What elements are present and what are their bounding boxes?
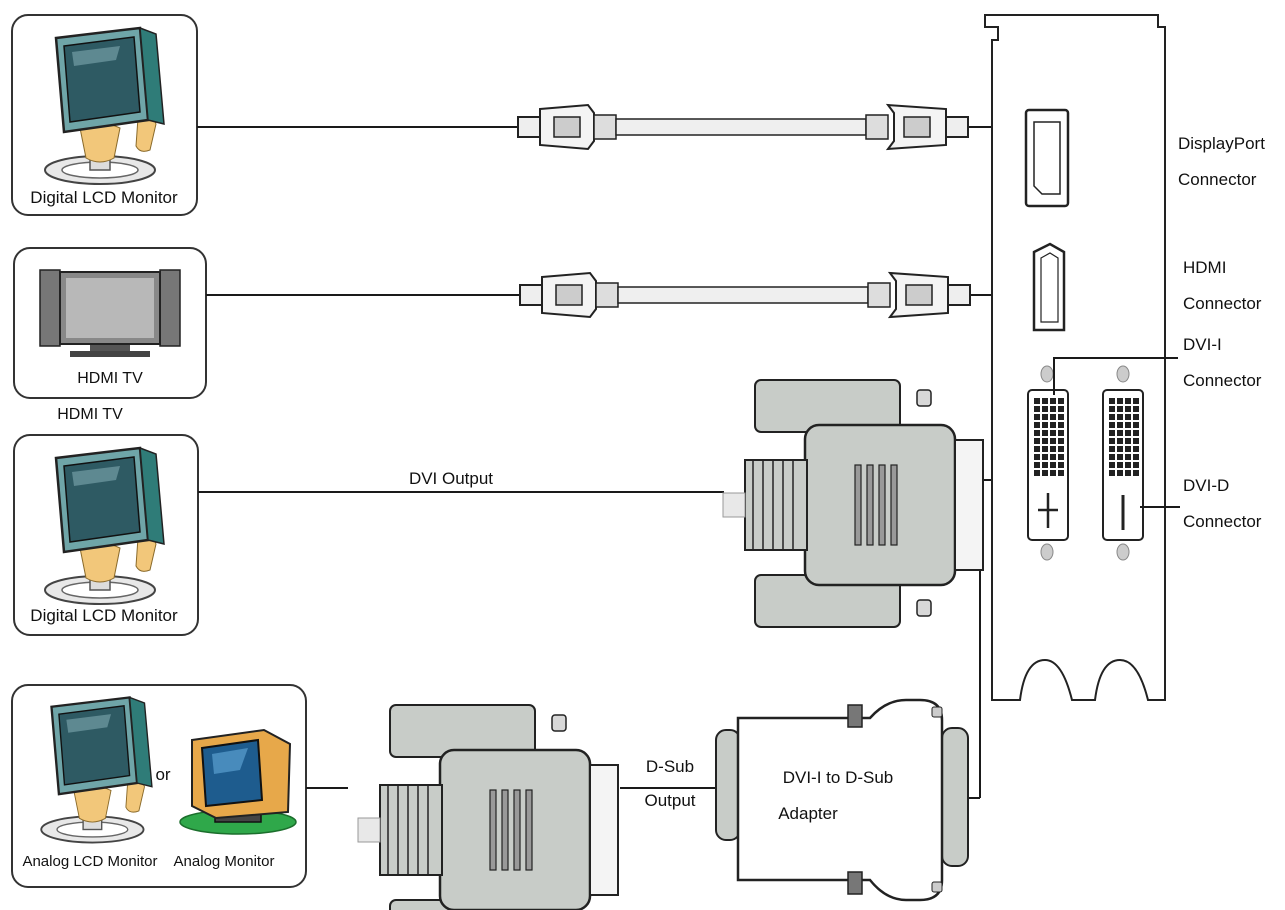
device-digital-lcd-monitor-dvi: Digital LCD Monitor bbox=[13, 434, 199, 636]
hdmi-label-line2: Connector bbox=[1183, 294, 1262, 313]
displayport-label-line1: DisplayPort bbox=[1178, 134, 1265, 153]
device-hdmi-tv: HDMI TV bbox=[13, 247, 207, 399]
dsub-output-line2: Output bbox=[644, 791, 695, 810]
dvi-connector bbox=[721, 378, 985, 629]
device-analog-group: or Analog LCD Monitor Analog Monitor bbox=[11, 684, 307, 888]
dvi-d-label-line1: DVI-D bbox=[1183, 476, 1229, 495]
tv-icon bbox=[39, 269, 181, 357]
monitor-dvi-caption: Digital LCD Monitor bbox=[30, 606, 178, 625]
hdmi-label-line1: HDMI bbox=[1183, 258, 1226, 277]
connection-lines bbox=[197, 126, 1030, 799]
hdmi-tv-caption: HDMI TV bbox=[77, 370, 143, 387]
analog-lcd-caption: Analog LCD Monitor bbox=[22, 853, 157, 870]
callout-lines bbox=[1053, 357, 1180, 508]
displayport-cable bbox=[517, 104, 969, 150]
dvi-i-port bbox=[1027, 365, 1069, 561]
dvi-output-label: DVI Output bbox=[409, 469, 493, 488]
device-digital-lcd-monitor-top: Digital LCD Monitor bbox=[11, 14, 198, 216]
dsub-connector bbox=[356, 703, 620, 910]
dvi-d-port bbox=[1102, 365, 1144, 561]
adapter-label-line2: Adapter bbox=[778, 804, 838, 823]
dvi-i-label-line1: DVI-I bbox=[1183, 335, 1222, 354]
dvi-to-dsub-adapter: DVI-I to D-Sub Adapter bbox=[715, 698, 969, 902]
dsub-output-line1: D-Sub bbox=[646, 757, 694, 776]
hdmi-cable bbox=[519, 272, 971, 318]
hdmi-tv-below-caption: HDMI TV bbox=[57, 406, 123, 423]
hdmi-port bbox=[1032, 242, 1066, 332]
displayport-port bbox=[1024, 108, 1070, 208]
adapter-label-line1: DVI-I to D-Sub bbox=[783, 768, 894, 787]
crt-monitor-icon bbox=[179, 728, 297, 835]
analog-monitor-caption: Analog Monitor bbox=[174, 853, 275, 870]
displayport-label-line2: Connector bbox=[1178, 170, 1257, 189]
or-text: or bbox=[155, 765, 170, 784]
monitor-top-caption: Digital LCD Monitor bbox=[30, 188, 178, 207]
dvi-i-label-line2: Connector bbox=[1183, 371, 1262, 390]
dvi-d-label-line2: Connector bbox=[1183, 512, 1262, 531]
